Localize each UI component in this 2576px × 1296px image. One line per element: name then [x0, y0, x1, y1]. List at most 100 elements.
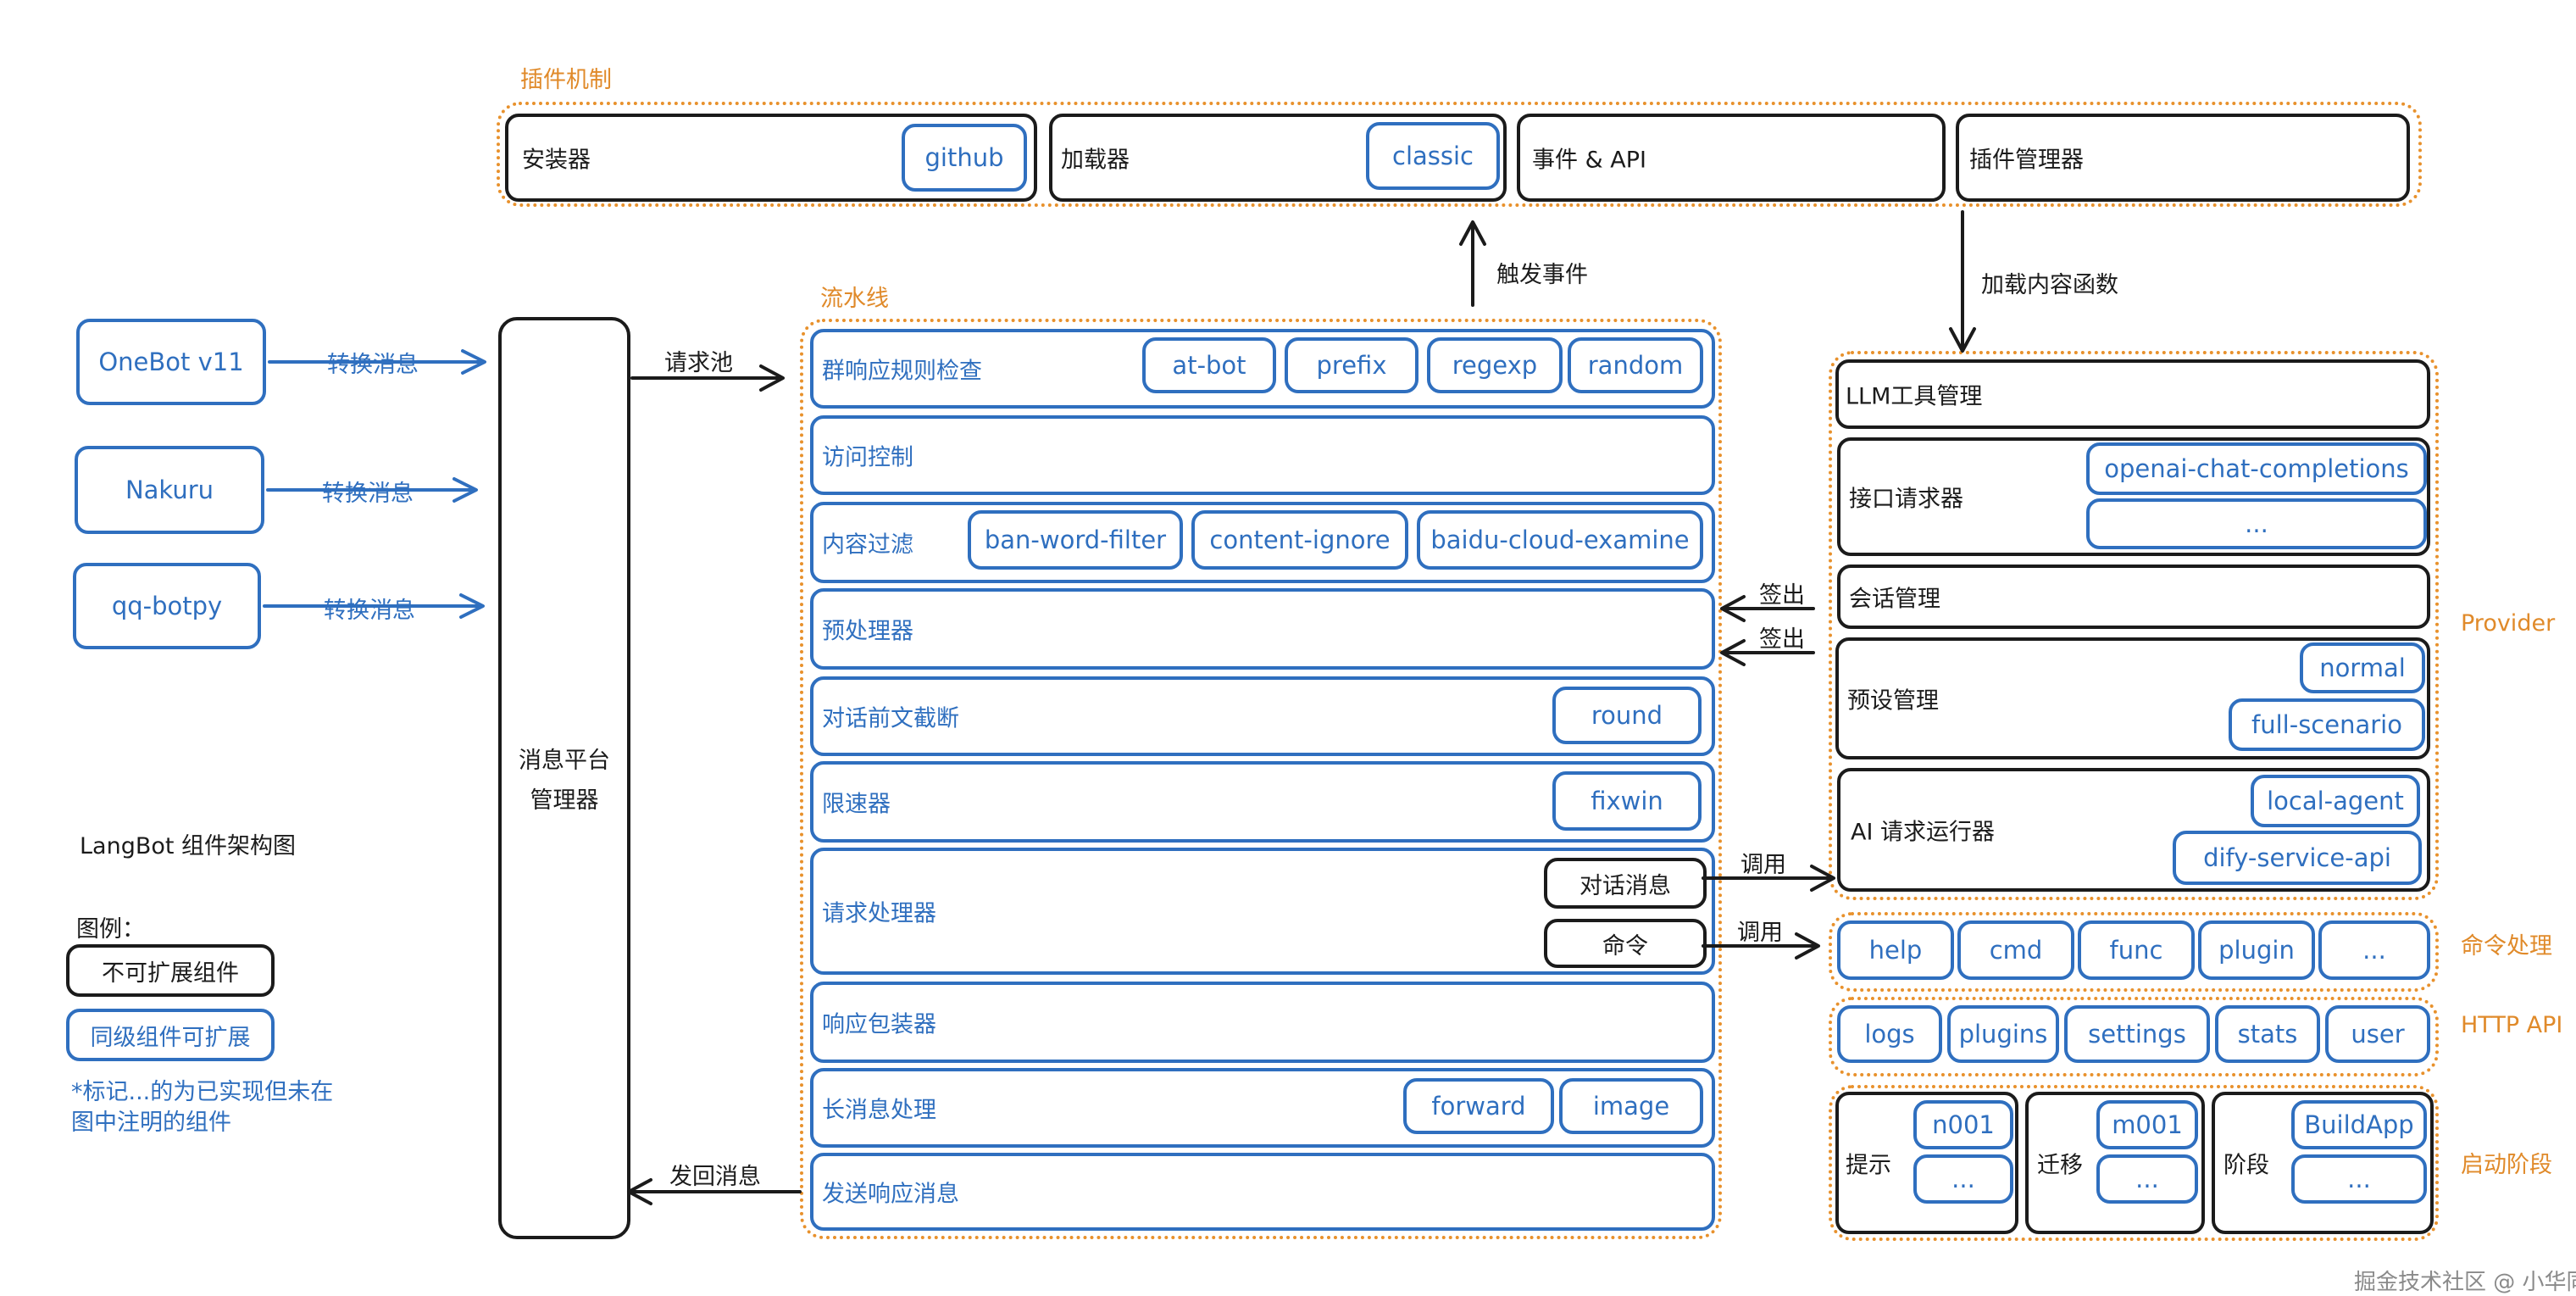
tag-full-scenario: full-scenario: [2229, 698, 2425, 751]
watermark: 掘金技术社区 @ 小华同学ai: [2354, 1270, 2576, 1295]
stage-longtext-label: 长消息处理: [822, 1097, 936, 1124]
startup-migration-box: 迁移 m001 ...: [2025, 1092, 2205, 1234]
stage-wrapper-label: 响应包装器: [822, 1011, 936, 1038]
legend-fixed-box: 不可扩展组件: [66, 944, 275, 997]
events-api-label: 事件 & API: [1532, 147, 1646, 174]
stage-send: 发送响应消息: [810, 1153, 1715, 1231]
runner-label: AI 请求运行器: [1851, 819, 1996, 846]
processor-chat-box: 对话消息: [1544, 858, 1707, 909]
stage-longtext: 长消息处理 forward image: [810, 1068, 1715, 1148]
commands-title: 命令处理: [2461, 933, 2552, 959]
tag-migration-more: ...: [2096, 1154, 2198, 1204]
arrow-load-funcs: [1949, 210, 1976, 353]
tag-ban-word-filter: ban-word-filter: [968, 510, 1183, 570]
stage-ratelimit: 限速器 fixwin: [810, 761, 1715, 843]
arrow-label-trigger-event: 触发事件: [1496, 262, 1588, 288]
adapter-arrow-label-3: 转换消息: [324, 598, 415, 624]
tag-forward: forward: [1403, 1078, 1554, 1134]
tag-random: random: [1568, 337, 1703, 393]
http-api-title: HTTP API: [2461, 1012, 2563, 1038]
stage-truncate: 对话前文截断 round: [810, 676, 1715, 756]
stage-access-label: 访问控制: [822, 444, 913, 471]
commands-group: [1829, 912, 2439, 992]
adapter-onebot: OneBot v11: [76, 319, 266, 405]
tag-at-bot: at-bot: [1142, 337, 1276, 393]
stage-processor: 请求处理器 对话消息 命令: [810, 848, 1715, 975]
tag-fixwin: fixwin: [1552, 771, 1702, 831]
runner-box: AI 请求运行器 local-agent dify-service-api: [1837, 768, 2430, 892]
tag-stage-more: ...: [2291, 1154, 2427, 1204]
startup-migration-label: 迁移: [2037, 1152, 2083, 1179]
tag-baidu-cloud-examine: baidu-cloud-examine: [1417, 510, 1703, 570]
stage-group-rule-label: 群响应规则检查: [822, 358, 982, 385]
startup-stage-box: 阶段 BuildApp ...: [2212, 1092, 2434, 1234]
preset-box: 预设管理 normal full-scenario: [1835, 637, 2430, 759]
arrow-label-invoke-1: 调用: [1740, 852, 1786, 878]
api-user: user: [2325, 1005, 2430, 1063]
provider-title: Provider: [2461, 610, 2556, 637]
platform-manager-line2: 管理器: [530, 787, 599, 814]
loader-box: 加载器 classic: [1049, 114, 1507, 202]
installer-box: 安装器 github: [505, 114, 1037, 202]
platform-manager-line1: 消息平台: [519, 748, 610, 774]
tag-dify-service-api: dify-service-api: [2173, 831, 2422, 885]
session-label: 会话管理: [1849, 586, 1940, 613]
startup-notice-label: 提示: [1846, 1152, 1891, 1179]
legend-extensible-box: 同级组件可扩展: [66, 1009, 275, 1061]
tag-local-agent: local-agent: [2251, 775, 2420, 827]
arrow-label-send-back: 发回消息: [669, 1164, 761, 1190]
cmd-cmd: cmd: [1957, 921, 2074, 980]
cmd-plugin: plugin: [2198, 921, 2315, 980]
api-stats: stats: [2215, 1005, 2320, 1063]
arrow-label-checkout-2: 签出: [1759, 626, 1805, 653]
tag-image: image: [1559, 1078, 1703, 1134]
preset-label: 预设管理: [1847, 687, 1939, 715]
stage-preproc-label: 预处理器: [822, 618, 913, 645]
arrow-label-load-funcs: 加载内容函数: [1981, 272, 2118, 298]
plugin-manager-box: 插件管理器: [1956, 114, 2410, 202]
arrow-label-request-pool: 请求池: [664, 350, 733, 376]
diagram-title: LangBot 组件架构图: [80, 833, 297, 859]
legend-heading: 图例：: [76, 916, 145, 943]
requester-box: 接口请求器 openai-chat-completions ...: [1837, 437, 2430, 556]
stage-filter-label: 内容过滤: [822, 531, 913, 559]
stage-access: 访问控制: [810, 415, 1715, 495]
tag-normal: normal: [2300, 642, 2425, 693]
tag-content-ignore: content-ignore: [1191, 510, 1408, 570]
pipeline-group: [800, 319, 1722, 1239]
events-api-box: 事件 & API: [1517, 114, 1946, 202]
adapter-nakuru: Nakuru: [75, 446, 264, 534]
stage-group-rule: 群响应规则检查 at-bot prefix regexp random: [810, 329, 1715, 409]
llm-tools-box: LLM工具管理: [1835, 359, 2430, 429]
startup-stage-label: 阶段: [2223, 1152, 2269, 1179]
legend-note-line1: *标记...的为已实现但未在: [71, 1079, 334, 1105]
requester-label: 接口请求器: [1849, 486, 1963, 513]
adapter-arrow-label-2: 转换消息: [322, 481, 414, 507]
tag-round: round: [1552, 687, 1702, 744]
tag-m001: m001: [2096, 1100, 2198, 1149]
tag-openai-chat-completions: openai-chat-completions: [2086, 442, 2427, 495]
stage-preproc: 预处理器: [810, 588, 1715, 670]
stage-wrapper: 响应包装器: [810, 982, 1715, 1063]
session-box: 会话管理: [1837, 565, 2430, 629]
tag-regexp: regexp: [1427, 337, 1563, 393]
stage-truncate-label: 对话前文截断: [822, 705, 959, 732]
api-plugins: plugins: [1947, 1005, 2059, 1063]
api-settings: settings: [2064, 1005, 2210, 1063]
installer-tag-github: github: [902, 124, 1027, 192]
plugin-group: [497, 102, 2422, 207]
stage-filter: 内容过滤 ban-word-filter content-ignore baid…: [810, 502, 1715, 583]
arrow-label-invoke-2: 调用: [1737, 920, 1783, 946]
tag-prefix: prefix: [1285, 337, 1418, 393]
stage-ratelimit-label: 限速器: [822, 791, 891, 818]
provider-group: [1829, 351, 2439, 900]
startup-notice-box: 提示 n001 ...: [1835, 1092, 2018, 1234]
processor-command-box: 命令: [1544, 919, 1707, 968]
llm-tools-label: LLM工具管理: [1846, 383, 1983, 410]
stage-send-label: 发送响应消息: [822, 1181, 959, 1208]
startup-title: 启动阶段: [2461, 1152, 2552, 1178]
pipeline-title: 流水线: [820, 286, 889, 312]
plugin-group-title: 插件机制: [520, 67, 612, 93]
loader-tag-classic: classic: [1366, 122, 1500, 190]
tag-notice-more: ...: [1913, 1154, 2013, 1204]
